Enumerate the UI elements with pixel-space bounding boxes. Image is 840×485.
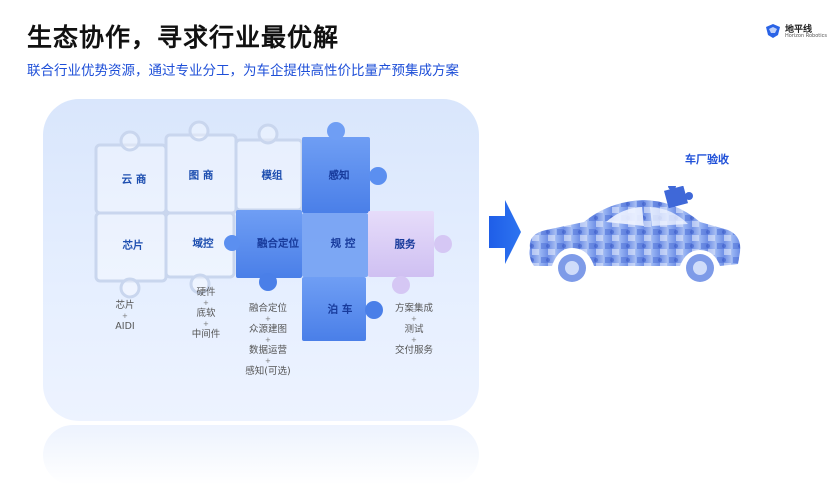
piece-service (368, 211, 434, 277)
column-item: 中间件 (191, 329, 221, 340)
column-item: 芯片 (115, 300, 135, 311)
piece-label-chip: 芯片 (122, 239, 144, 252)
logo-text-cn: 地平线 (785, 25, 813, 35)
plus-sign: + (265, 357, 271, 365)
column-chip: 芯片 + AIDI (115, 300, 134, 333)
purple-piece (368, 211, 452, 294)
piece-label-domain: 域控 (192, 237, 214, 250)
column-service: 方案集成 + 测试 + 交付服务 (395, 303, 433, 357)
column-item: 感知(可选) (245, 366, 291, 377)
piece-label-fusion: 融合定位 (257, 237, 299, 250)
piece-label-planning: 规 控 (330, 237, 356, 250)
puzzle-car-icon (529, 186, 741, 282)
column-item: 众源建图 (248, 324, 288, 335)
piece-perception (302, 137, 370, 213)
column-item: 方案集成 (394, 303, 434, 314)
brand-logo: 地平线 Horizon Robotics (764, 22, 827, 42)
right-arrow-icon (489, 200, 521, 264)
column-item: 数据运营 (248, 345, 288, 356)
piece-cloud-tab (119, 130, 141, 152)
piece-chip-tab (119, 277, 141, 299)
plus-sign: + (411, 315, 417, 323)
piece-planning (302, 213, 368, 277)
blue-pieces (224, 122, 387, 341)
piece-label-cloud: 云 商 (121, 173, 147, 186)
plus-sign: + (122, 312, 128, 320)
column-domain: 硬件 + 底软 + 中间件 (192, 287, 221, 341)
plus-sign: + (265, 315, 271, 323)
glass-pieces (94, 120, 304, 299)
plus-sign: + (265, 336, 271, 344)
column-item: AIDI (115, 321, 135, 332)
piece-parking (302, 277, 366, 341)
piece-label-module: 模组 (261, 169, 283, 182)
puzzle-graphic (94, 120, 452, 341)
column-item: 底软 (196, 308, 216, 319)
logo-text-en: Horizon Robotics (785, 33, 827, 39)
column-fusion: 融合定位 + 众源建图 + 数据运营 + 感知(可选) (245, 303, 290, 378)
column-item: 测试 (404, 324, 424, 335)
plus-sign: + (411, 336, 417, 344)
piece-domain-tab (189, 273, 211, 295)
column-item: 交付服务 (394, 345, 434, 356)
oem-acceptance-label: 车厂验收 (685, 153, 729, 166)
piece-label-service: 服务 (394, 238, 416, 251)
piece-module-tab (257, 123, 279, 145)
piece-fusion (236, 210, 302, 278)
piece-label-map: 图 商 (188, 169, 214, 182)
piece-label-perception: 感知 (328, 169, 350, 182)
piece-map-tab (188, 120, 210, 142)
page-subtitle: 联合行业优势资源，通过专业分工，为车企提供高性价比量产预集成方案 (27, 63, 459, 79)
page-title: 生态协作，寻求行业最优解 (27, 23, 340, 52)
plus-sign: + (203, 299, 209, 307)
horizon-logo-icon (766, 24, 780, 38)
column-item: 硬件 (196, 287, 216, 298)
piece-label-parking: 泊 车 (327, 303, 353, 316)
plus-sign: + (203, 320, 209, 328)
column-item: 融合定位 (248, 303, 288, 314)
